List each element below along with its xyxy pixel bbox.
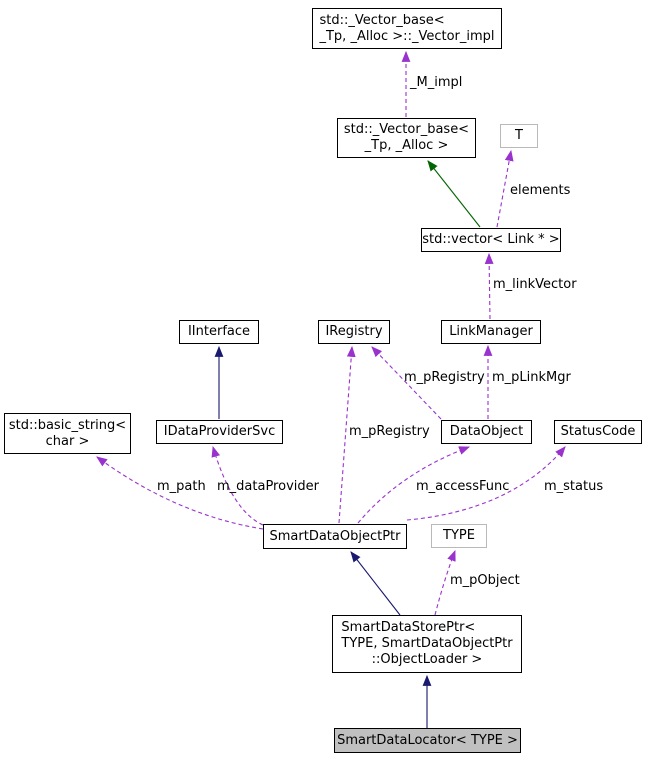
edge-label-m-accessfunc: m_accessFunc <box>416 479 510 494</box>
edge-m-status <box>406 446 566 521</box>
class-node-std-vector-link[interactable]: std::vector< Link * > <box>421 228 561 252</box>
node-label-line: std::_Vector_base< <box>343 122 470 137</box>
node-label-line: _Tp, _Alloc > <box>364 138 449 153</box>
node-label-line: char > <box>45 433 90 449</box>
edge-label-m-dataprovider: m_dataProvider <box>217 479 319 494</box>
edge-label-m-plinkmgr: m_pLinkMgr <box>492 370 571 385</box>
class-node-statuscode[interactable]: StatusCode <box>554 420 642 444</box>
node-label-line: SmartDataLocator< TYPE > <box>337 732 518 748</box>
edge-m-pregistry-smartptr <box>338 345 356 524</box>
node-label-line: std::_Vector_base< <box>319 12 445 28</box>
node-label-line: StatusCode <box>560 424 636 439</box>
edge-vector-inherits-vectorbase <box>427 160 481 228</box>
class-node-idataprovidersvc[interactable]: IDataProviderSvc <box>156 420 283 444</box>
edge-label-m-pregistry-dataobject: m_pRegistry <box>404 370 485 385</box>
node-label-line: TYPE <box>443 528 475 543</box>
class-node-smartdatastoreptr[interactable]: SmartDataStorePtr< TYPE, SmartDataObject… <box>332 615 522 673</box>
class-node-smartdatalocator-current: SmartDataLocator< TYPE > <box>334 728 521 753</box>
node-label-line: T <box>515 128 523 143</box>
class-node-dataobject[interactable]: DataObject <box>441 420 532 444</box>
node-label-line: ::ObjectLoader > <box>371 652 483 667</box>
node-label-line: SmartDataStorePtr< <box>341 620 476 635</box>
edge-m-accessfunc <box>357 446 471 524</box>
class-node-vector-base-impl[interactable]: std::_Vector_base< _Tp, _Alloc >::_Vecto… <box>312 8 502 49</box>
node-label-line: std::basic_string< <box>8 417 127 433</box>
node-label-line: IDataProviderSvc <box>163 424 276 439</box>
class-node-iregistry[interactable]: IRegistry <box>318 320 390 344</box>
class-node-vector-base[interactable]: std::_Vector_base< _Tp, _Alloc > <box>337 118 476 158</box>
class-node-linkmanager[interactable]: LinkManager <box>441 320 541 344</box>
edge-label-m-impl: _M_impl <box>410 75 463 90</box>
edge-label-elements: elements <box>510 183 571 198</box>
template-param-node-t: T <box>500 124 538 148</box>
edge-storeptr-inherits-objectptr <box>350 551 401 616</box>
node-label-line: TYPE, SmartDataObjectPtr <box>341 636 513 651</box>
class-node-smartdataobjectptr[interactable]: SmartDataObjectPtr <box>263 524 407 549</box>
edge-m-linkvector <box>484 252 494 320</box>
class-node-basic-string[interactable]: std::basic_string< char > <box>4 413 131 454</box>
edge-label-m-status: m_status <box>544 479 604 494</box>
edge-elements <box>496 149 514 228</box>
template-param-node-type: TYPE <box>431 524 487 548</box>
node-label-line: SmartDataObjectPtr <box>269 528 401 544</box>
node-label-line: LinkManager <box>449 324 533 339</box>
edge-label-m-linkvector: m_linkVector <box>493 277 577 292</box>
edge-label-m-pobject: m_pObject <box>450 573 520 588</box>
node-label-line: std::vector< Link * > <box>422 232 560 247</box>
node-label-line: IInterface <box>187 324 251 339</box>
node-label-line: _Tp, _Alloc >::_Vector_impl <box>319 28 495 44</box>
edge-label-m-path: m_path <box>157 479 206 494</box>
node-label-line: IRegistry <box>325 324 383 339</box>
edge-label-m-pregistry-smartptr: m_pRegistry <box>349 424 430 439</box>
node-label-line: DataObject <box>449 424 524 439</box>
class-node-iinterface[interactable]: IInterface <box>179 320 259 344</box>
edge-m-pregistry-dataobject <box>371 346 442 420</box>
